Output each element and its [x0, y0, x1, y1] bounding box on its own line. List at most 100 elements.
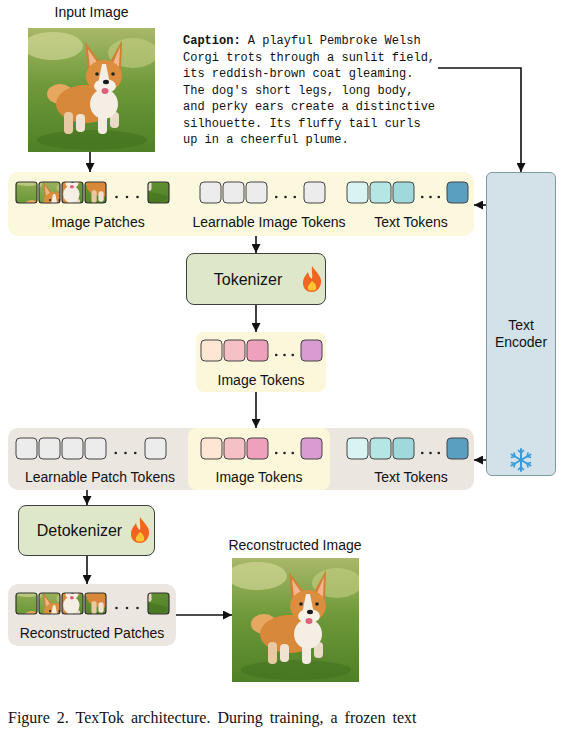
token-square — [200, 182, 221, 203]
patch-crop — [96, 543, 175, 615]
snowflake-branch — [526, 452, 532, 459]
image-patch — [68, 552, 147, 624]
ellipsis-dot — [283, 452, 286, 455]
caption-block: Caption:A playful Pembroke Welsh Corgi t… — [183, 33, 438, 155]
token-squares — [7, 132, 468, 656]
node-label: Learnable Image Tokens — [186, 214, 352, 231]
image-patch — [7, 173, 86, 245]
ellipsis-dot — [429, 196, 432, 199]
image-patch — [96, 132, 175, 204]
image-patch — [96, 543, 175, 615]
node-label: Caption: — [183, 34, 241, 48]
input-token-band: Image PatchesLearnable Image TokensText … — [8, 172, 474, 236]
ellipsis-dot — [293, 196, 296, 199]
node-label: Text Tokens — [346, 469, 476, 486]
snowflake-branch — [511, 461, 517, 468]
snowflake-branch — [526, 461, 532, 468]
detokenizer-box: Detokenizer — [18, 505, 155, 556]
patch-crop — [68, 141, 147, 213]
patch-outline — [85, 593, 106, 614]
snowflake-arm — [510, 452, 532, 468]
image-patch — [10, 578, 89, 650]
patch-outline — [62, 593, 83, 614]
reconstructed-photo — [227, 558, 362, 682]
flow-arrow — [474, 204, 486, 206]
ellipsis-dot — [284, 196, 287, 199]
patch-crop — [7, 173, 86, 245]
node-label: Text Tokens — [346, 214, 476, 231]
flow-arrow — [438, 68, 521, 172]
token-square — [347, 438, 368, 459]
reconstructed-image: Reconstructed Image — [232, 537, 358, 683]
ellipsis-dot — [114, 452, 117, 455]
frozen-snowflake — [510, 449, 532, 471]
status-icons — [131, 266, 532, 543]
token-square — [247, 438, 268, 459]
token-square — [304, 182, 325, 203]
patch-outline — [39, 182, 60, 203]
node-label: A playful Pembroke Welsh Corgi trots thr… — [183, 34, 435, 147]
ellipsis-dot — [126, 196, 129, 199]
node-label: Detokenizer — [37, 521, 122, 540]
flame-outer — [131, 517, 149, 543]
ellipsis-dot — [283, 354, 286, 357]
snowflake-arm — [510, 452, 532, 468]
token-square — [16, 438, 37, 459]
token-square — [301, 340, 322, 361]
patch-crop — [96, 132, 175, 204]
text-encoder-box: Text Encoder — [486, 172, 556, 476]
patch-crop — [10, 167, 89, 239]
patch-outline — [62, 182, 83, 203]
flow-arrow — [255, 392, 257, 428]
patch-outline — [16, 593, 37, 614]
snowflake-branch — [511, 452, 517, 459]
patch-crop — [10, 578, 89, 650]
patch-crop — [24, 561, 103, 633]
patch-crop — [7, 584, 86, 656]
token-square — [447, 182, 468, 203]
node-label: Text Encoder — [487, 317, 555, 351]
image-patch — [24, 150, 103, 222]
ellipsis-dot — [291, 452, 294, 455]
flow-arrow — [176, 614, 232, 616]
token-square — [85, 438, 106, 459]
node-label: Learnable Patch Tokens — [8, 469, 192, 486]
patch-outline — [39, 593, 60, 614]
ellipsis-dot — [136, 196, 139, 199]
snowflake-branch — [518, 450, 524, 453]
figure-caption: Figure 2. TexTok architecture. During tr… — [8, 709, 574, 727]
ellipsis-dot — [115, 196, 118, 199]
flow-arrow — [86, 490, 88, 505]
token-square — [62, 438, 83, 459]
tokenizer-box: Tokenizer — [186, 253, 326, 305]
reconstructed-patch-band: Reconstructed Patches — [8, 584, 176, 646]
snowflake-line — [511, 455, 530, 466]
token-square — [224, 340, 245, 361]
node-label: Reconstructed Patches — [8, 625, 176, 642]
ellipsis-dot — [429, 452, 432, 455]
node-label: Image Patches — [14, 214, 182, 231]
token-square — [447, 438, 468, 459]
snowflake-arm — [518, 449, 524, 471]
trainable-flame — [131, 517, 149, 543]
ellipsis-dot — [291, 354, 294, 357]
patch-crop — [68, 552, 147, 624]
token-square — [201, 340, 222, 361]
flow-arrow — [474, 459, 486, 461]
patch-outline — [85, 182, 106, 203]
ellipsis-dot — [115, 607, 118, 610]
image-patch — [68, 141, 147, 213]
patch-outline — [16, 182, 37, 203]
ellipsis-dot — [275, 452, 278, 455]
ellipsis-dot — [275, 196, 278, 199]
image-token-highlight: Image Tokens — [188, 428, 330, 490]
ellipsis-dot — [421, 452, 424, 455]
image-token-band: Image Tokens — [196, 332, 326, 392]
detokenizer-input-band: Learnable Patch Tokens Text Tokens Image T… — [8, 428, 474, 490]
ellipsis-dot — [437, 196, 440, 199]
flow-arrow — [255, 305, 257, 332]
flow-arrow — [255, 236, 257, 253]
